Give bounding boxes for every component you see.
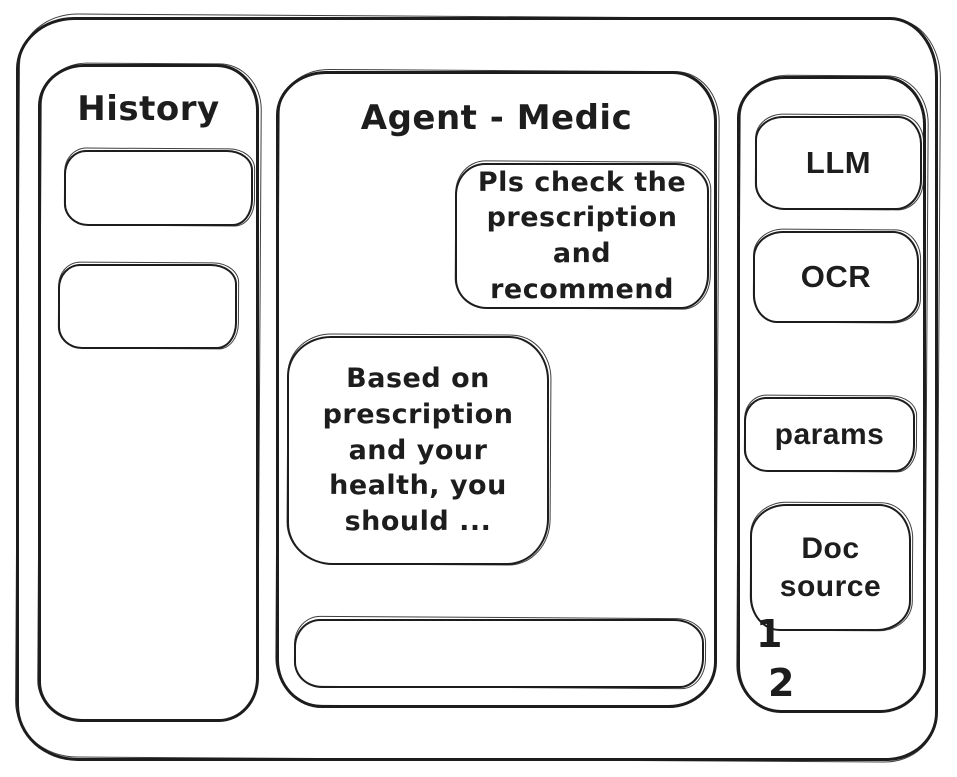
app-window [16,17,938,761]
history-sidebar: History [38,64,259,722]
annotation-number-1: 1 [756,612,783,656]
annotation-number-2: 2 [768,661,795,705]
message-input[interactable] [310,625,688,682]
tool-button-llm[interactable]: LLM [755,116,922,210]
tool-button-params[interactable]: params [744,397,915,472]
chat-title: Agent - Medic [360,98,633,138]
chat-panel: Agent - Medic Pls check the prescription… [276,71,717,708]
history-item[interactable] [58,264,237,349]
tool-button-doc-source[interactable]: Doc source [750,504,911,631]
history-title: History [77,89,220,129]
tools-sidebar: LLM OCR params Doc source 1 2 [737,76,926,713]
history-item[interactable] [64,150,253,226]
tool-button-ocr[interactable]: OCR [753,231,919,323]
user-message-bubble: Pls check the prescription and recommend [455,163,709,309]
message-input-bar[interactable] [294,619,704,688]
assistant-message-bubble: Based on prescription and your health, y… [287,336,549,565]
